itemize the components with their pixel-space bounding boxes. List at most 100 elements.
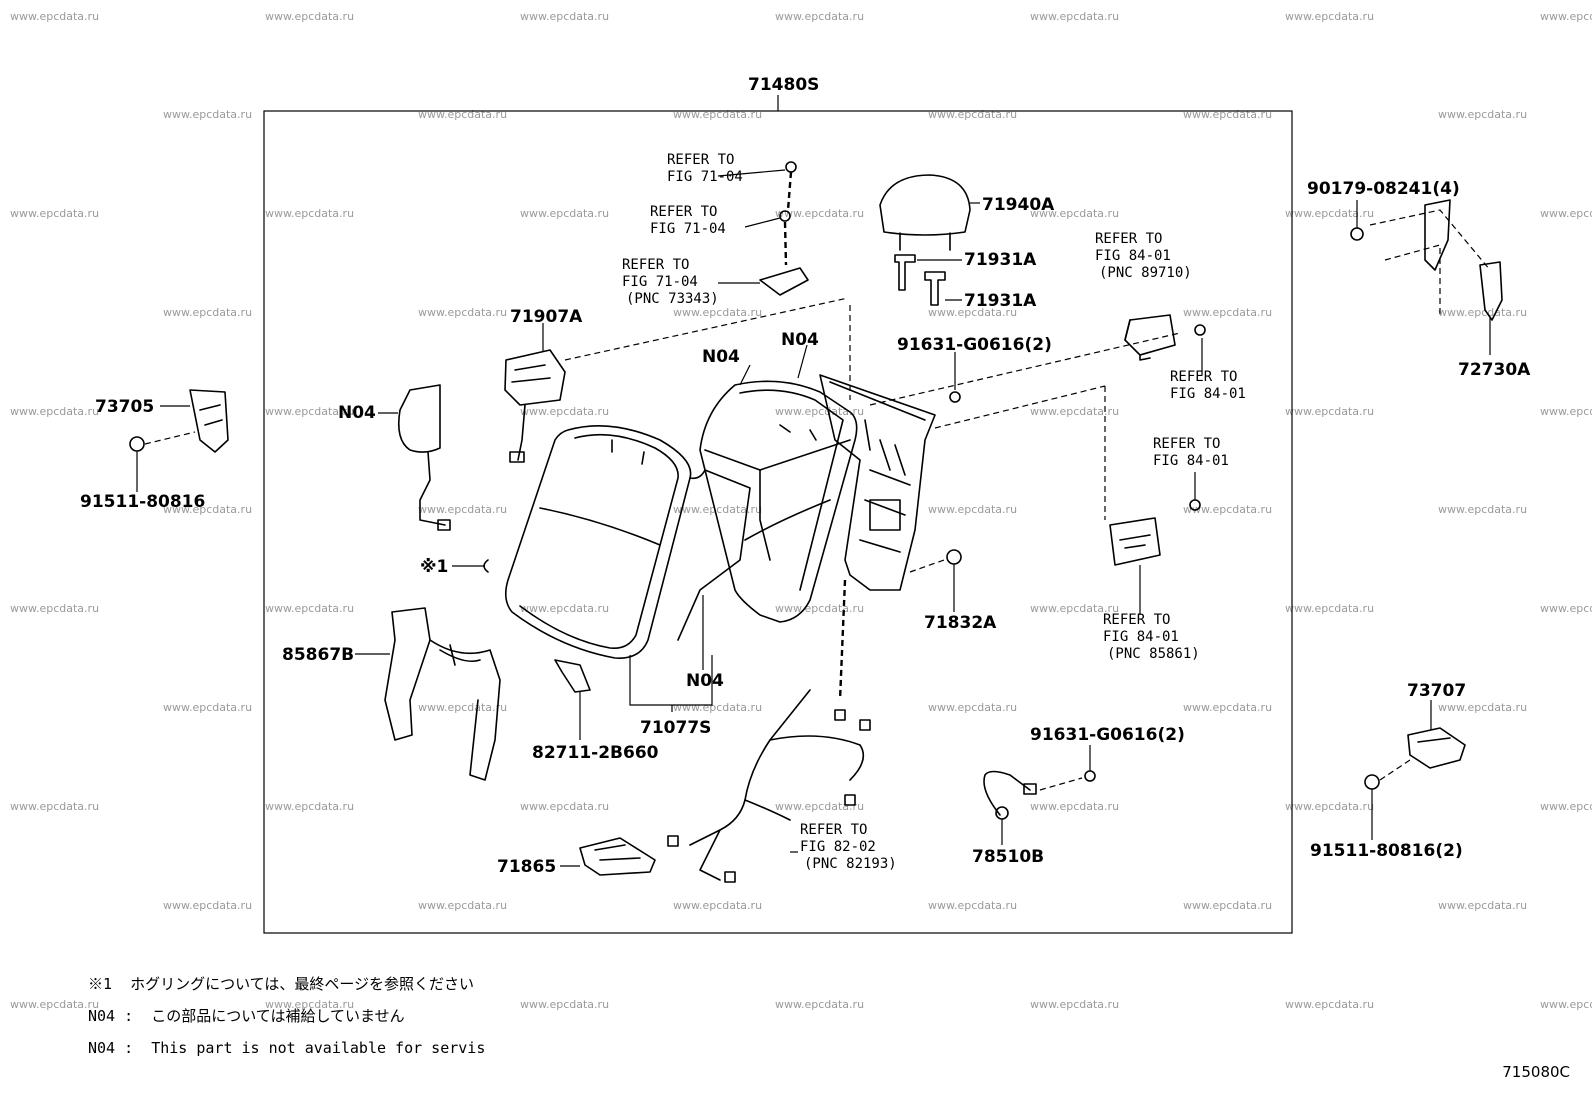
watermark-text: www.epcdata.ru [520,207,609,220]
svg-text:(PNC 73343): (PNC 73343) [626,291,719,307]
watermark-text: www.epcdata.ru [265,10,354,23]
watermark-text: www.epcdata.ru [520,602,609,615]
watermark-text: www.epcdata.ru [1030,998,1119,1011]
watermark-text: www.epcdata.ru [265,800,354,813]
part-label-73707: 73707 [1407,681,1466,701]
watermark-text: www.epcdata.ru [418,701,507,714]
svg-text:FIG 84-01: FIG 84-01 [1153,453,1229,469]
watermark-layer: www.epcdata.ru www.epcdata.ru www.epcdata.… [10,10,1592,1011]
part-label-71865: 71865 [497,857,556,877]
svg-text:FIG 71-04: FIG 71-04 [650,221,726,237]
watermark-text: www.epcdata.ru [1285,800,1374,813]
watermark-text: www.epcdata.ru [418,899,507,912]
note-n04-en: N04 : This part is not available for ser… [88,1039,486,1057]
part-label-73705: 73705 [95,397,154,417]
part-label-n04-top: N04 [781,330,819,350]
part-label-90179: 90179-08241(4) [1307,179,1460,199]
svg-text:FIG 71-04: FIG 71-04 [667,169,743,185]
watermark-text: www.epcdata.ru [775,405,864,418]
headrest-support-drawing [894,254,946,306]
watermark-text: www.epcdata.ru [1540,207,1592,220]
refer-block-2: REFER TO FIG 71-04 [650,204,726,237]
watermark-text: www.epcdata.ru [1285,10,1374,23]
cover-71865-drawing [579,837,656,876]
svg-text:FIG 84-01: FIG 84-01 [1095,248,1171,264]
part-label-71940a: 71940A [982,195,1055,215]
watermark-text: www.epcdata.ru [10,998,99,1011]
watermark-text: www.epcdata.ru [10,10,99,23]
part-label-71077s: 71077S [640,718,711,738]
refer-block-1: REFER TO FIG 71-04 [667,152,743,185]
note-hog-ring: ※1 ホグリングについては、最終ページを参照ください [88,975,475,993]
watermark-text: www.epcdata.ru [673,306,762,319]
watermark-text: www.epcdata.ru [163,108,252,121]
watermark-text: www.epcdata.ru [775,602,864,615]
svg-text:REFER TO: REFER TO [1170,369,1237,385]
watermark-text: www.epcdata.ru [1030,207,1119,220]
watermark-text: www.epcdata.ru [1285,207,1374,220]
seat-back-frame-drawing [819,374,936,591]
clip-82711-drawing [554,659,591,693]
watermark-text: www.epcdata.ru [928,899,1017,912]
watermark-text: www.epcdata.ru [775,207,864,220]
watermark-text: www.epcdata.ru [673,701,762,714]
refer-block-6: REFER TO FIG 84-01 [1153,436,1229,469]
refer-block-5: REFER TO FIG 84-01 [1170,369,1246,402]
watermark-text: www.epcdata.ru [1438,306,1527,319]
watermark-text: www.epcdata.ru [418,503,507,516]
part-label-71832a: 71832A [924,613,997,633]
svg-text:REFER TO: REFER TO [650,204,717,220]
watermark-text: www.epcdata.ru [673,899,762,912]
watermark-text: www.epcdata.ru [1285,998,1374,1011]
bracket-72730a-drawing [1424,199,1503,321]
watermark-text: www.epcdata.ru [775,998,864,1011]
watermark-text: www.epcdata.ru [163,701,252,714]
watermark-text: www.epcdata.ru [163,503,252,516]
refer-block-8: REFER TO FIG 82-02 (PNC 82193) [800,822,897,872]
watermark-text: www.epcdata.ru [775,10,864,23]
watermark-text: www.epcdata.ru [10,207,99,220]
svg-text:REFER TO: REFER TO [1095,231,1162,247]
watermark-text: www.epcdata.ru [673,503,762,516]
side-airbag-drawing [397,384,451,531]
part-label-72730a: 72730A [1458,360,1531,380]
part-label-n04-mid: N04 [702,347,740,367]
watermark-text: www.epcdata.ru [928,503,1017,516]
watermark-text: www.epcdata.ru [1030,800,1119,813]
svg-text:REFER TO: REFER TO [667,152,734,168]
part-label-91631-top: 91631-G0616(2) [897,335,1052,355]
watermark-text: www.epcdata.ru [418,306,507,319]
figure-code: 715080C [1502,1063,1570,1081]
watermark-text: www.epcdata.ru [1540,998,1592,1011]
watermark-text: www.epcdata.ru [520,800,609,813]
part-label-71931a: 71931A [964,250,1037,270]
part-label-91511-left: 91511-80816 [80,492,205,512]
watermark-text: www.epcdata.ru [10,405,99,418]
part-label-n04-bottom: N04 [686,671,724,691]
svg-text:REFER TO: REFER TO [622,257,689,273]
refer-block-4: REFER TO FIG 84-01 (PNC 89710) [1095,231,1192,281]
svg-text:REFER TO: REFER TO [1153,436,1220,452]
svg-text:REFER TO: REFER TO [800,822,867,838]
seat-frame-lower-drawing [384,607,501,781]
part-label-91631-bottom: 91631-G0616(2) [1030,725,1185,745]
watermark-text: www.epcdata.ru [1540,602,1592,615]
svg-text:FIG 84-01: FIG 84-01 [1170,386,1246,402]
part-label-78510b: 78510B [972,847,1044,867]
watermark-text: www.epcdata.ru [265,602,354,615]
watermark-text: www.epcdata.ru [1438,108,1527,121]
wire-harness-drawing [667,689,871,883]
watermark-text: www.epcdata.ru [1183,701,1272,714]
part-label-n04-left: N04 [338,403,376,423]
refer-block-3: REFER TO FIG 71-04 (PNC 73343) [622,257,719,307]
svg-text:FIG 82-02: FIG 82-02 [800,839,876,855]
part-label-71907a: 71907A [510,307,583,327]
bracket-73705-drawing [189,389,229,453]
recliner-lock-drawing [504,349,566,463]
watermark-text: www.epcdata.ru [10,800,99,813]
refer-block-7: REFER TO FIG 84-01 (PNC 85861) [1103,612,1200,662]
part-label-85867b: 85867B [282,645,354,665]
watermark-text: www.epcdata.ru [10,602,99,615]
watermark-text: www.epcdata.ru [163,306,252,319]
